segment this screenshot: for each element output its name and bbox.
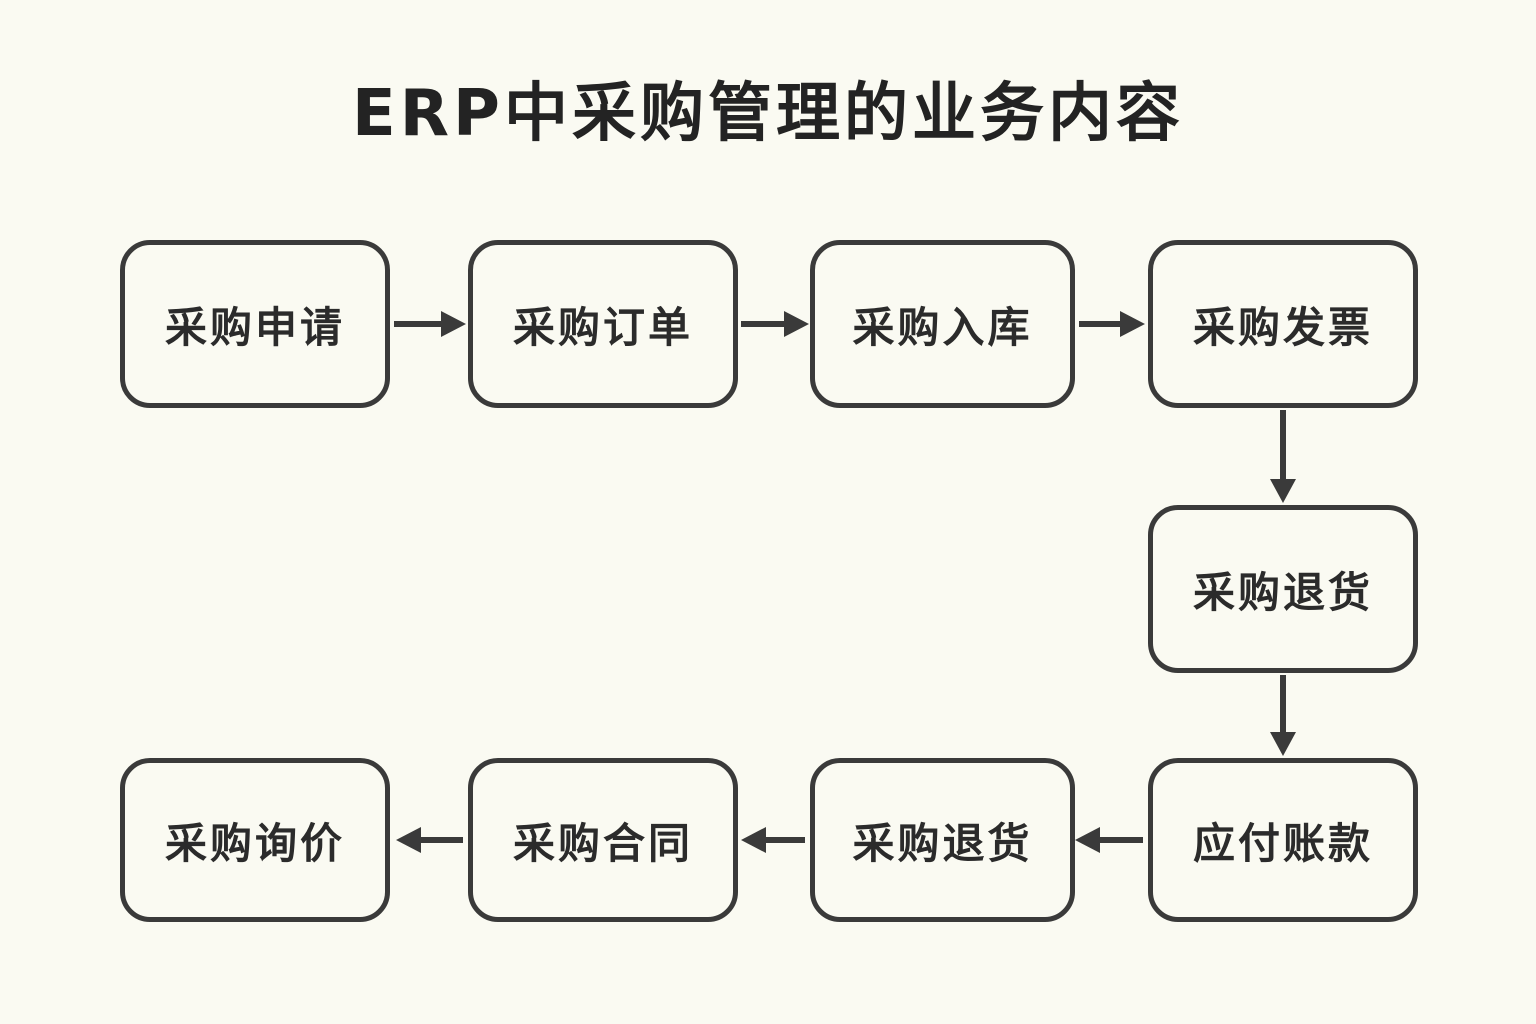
node-label: 采购入库 xyxy=(852,302,1033,352)
node-purchase-contract: 采购合同 xyxy=(468,758,738,922)
node-purchase-invoice: 采购发票 xyxy=(1148,240,1418,408)
node-label: 采购退货 xyxy=(1192,567,1373,617)
node-purchase-inquiry: 采购询价 xyxy=(120,758,390,922)
node-accounts-payable: 应付账款 xyxy=(1148,758,1418,922)
node-purchase-return-bottom: 采购退货 xyxy=(810,758,1075,922)
diagram-title: ERP中采购管理的业务内容 xyxy=(352,77,1184,151)
arrow-inbound-to-invoice xyxy=(1079,311,1145,337)
arrow-request-to-order xyxy=(394,311,466,337)
node-purchase-inbound: 采购入库 xyxy=(810,240,1075,408)
node-purchase-order: 采购订单 xyxy=(468,240,738,408)
node-label: 应付账款 xyxy=(1192,818,1373,868)
arrow-order-to-inbound xyxy=(741,311,809,337)
node-purchase-request: 采购申请 xyxy=(120,240,390,408)
arrow-return-to-payable xyxy=(1270,675,1296,756)
arrow-payable-to-return-bottom xyxy=(1075,827,1143,853)
node-label: 采购订单 xyxy=(512,302,693,352)
node-label: 采购申请 xyxy=(164,302,345,352)
arrow-return-bottom-to-contract xyxy=(741,827,805,853)
arrow-contract-to-inquiry xyxy=(396,827,463,853)
node-label: 采购合同 xyxy=(512,818,693,868)
node-label: 采购询价 xyxy=(164,818,345,868)
arrow-invoice-to-return xyxy=(1270,410,1296,503)
node-label: 采购发票 xyxy=(1192,302,1373,352)
node-purchase-return-mid: 采购退货 xyxy=(1148,505,1418,673)
node-label: 采购退货 xyxy=(852,818,1033,868)
